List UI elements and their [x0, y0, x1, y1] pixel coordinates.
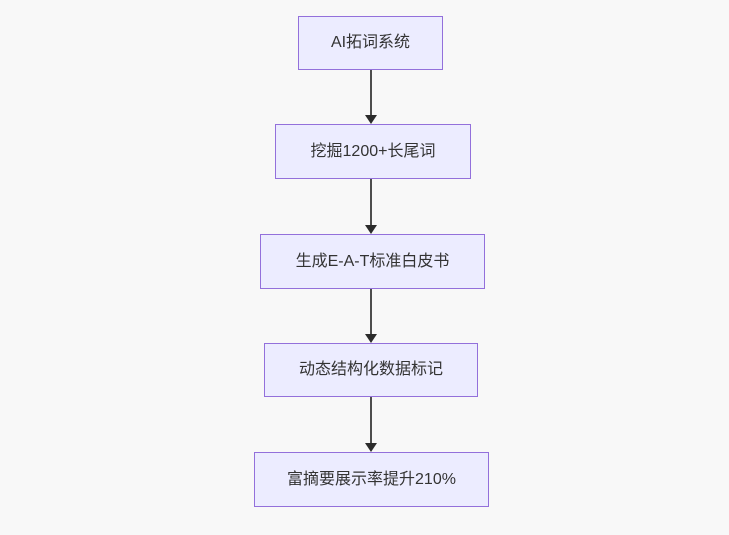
flow-node-ai-keyword-system: AI拓词系统 — [298, 16, 443, 70]
edge-line-4 — [370, 397, 372, 444]
edge-line-3 — [370, 289, 372, 335]
flow-node-structured-data-markup: 动态结构化数据标记 — [264, 343, 478, 397]
flow-node-label: 动态结构化数据标记 — [298, 361, 443, 379]
flow-node-rich-snippet-result: 富摘要展示率提升210% — [254, 452, 489, 507]
arrowhead-down-icon — [365, 115, 377, 124]
flow-node-label: 挖掘1200+长尾词 — [310, 142, 436, 160]
flow-node-label: AI拓词系统 — [330, 34, 411, 52]
arrowhead-down-icon — [365, 225, 377, 234]
edge-line-1 — [370, 70, 372, 116]
edge-line-2 — [370, 179, 372, 226]
flow-node-label: 生成E-A-T标准白皮书 — [295, 252, 450, 270]
flow-node-longtail-mining: 挖掘1200+长尾词 — [275, 124, 471, 179]
flow-node-label: 富摘要展示率提升210% — [287, 470, 456, 488]
flow-node-eat-whitepaper: 生成E-A-T标准白皮书 — [260, 234, 485, 289]
arrowhead-down-icon — [365, 443, 377, 452]
arrowhead-down-icon — [365, 334, 377, 343]
